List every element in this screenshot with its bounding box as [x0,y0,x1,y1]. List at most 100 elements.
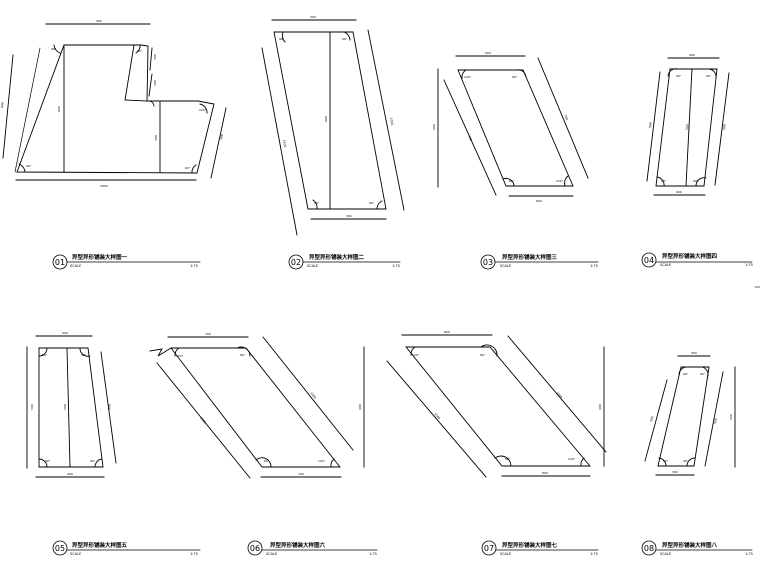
detail-05-scale-value: 1:75 [190,552,198,556]
detail-04-circle [641,252,657,268]
detail-03-circle [480,254,496,270]
detail-02-scale-value: 1:75 [392,264,400,268]
detail-06-title: 异型异形铺装大样图六 [270,541,326,549]
dim-text: 600 [57,106,61,112]
dim-text: 500 [485,51,491,55]
detail-04-drawing [646,57,730,196]
detail-04-outline [655,68,718,187]
dim-text: 500 [685,124,689,130]
scale-labels: SCALE 1:75 SCALE 1:75 SCALE 1:75 SCALE 1… [70,263,753,556]
detail-03-outline [457,69,574,187]
detail-numbers: 01 02 03 04 05 06 07 08 [55,256,654,553]
dim-text: 800 [542,471,548,475]
detail-02-outline [273,31,387,210]
dim-text: 300 [219,134,224,141]
detail-03-scale-value: 1:75 [590,264,598,268]
dim-text: 300 [154,135,158,141]
angle-label: 90° [90,459,96,463]
detail-01-scale-value: 1:75 [190,264,198,268]
detail-08-title: 异型异形铺装大样图八 [662,541,718,549]
dim-text: 600 [598,404,602,410]
dim-text: 800 [444,330,450,334]
detail-07-outline [405,346,591,467]
detail-08-circle [641,540,657,556]
detail-02-scale-label: SCALE [307,264,318,268]
dim-text: 600 [0,102,5,108]
detail-03-title: 异型异形铺装大样图三 [502,253,558,261]
detail-04-number: 04 [644,256,654,265]
dim-text: 1000 [555,391,563,399]
detail-04-scale-value: 1:75 [745,263,753,267]
detail-03-drawing [437,55,589,197]
dim-text: 900 [324,116,328,122]
dim-text: 300 [346,214,352,218]
dim-text: 300 [672,470,678,474]
detail-01-circle [52,254,68,270]
angle-label: 120° [556,179,564,183]
dim-text: 700 [205,332,211,336]
dim-text: 700 [563,114,569,121]
angle-label: 90° [42,353,48,357]
detail-05-number: 05 [55,544,65,553]
dim-text: 400 [67,472,73,476]
detail-06-number: 06 [250,544,260,553]
detail-07-title: 异型异形铺装大样图七 [502,541,558,549]
angle-label: 60° [185,166,191,170]
dim-text: 500 [649,416,654,423]
detail-02-circle [288,254,304,270]
angle-label: 90° [693,179,699,183]
angle-label: 60° [512,75,518,79]
dim-text: 500 [729,414,733,420]
angle-label: 90° [663,459,669,463]
dim-text: 300 [153,80,157,86]
dim-text: 600 [432,124,436,130]
dim-text: 400 [689,53,695,57]
dim-text: 500 [63,404,67,410]
dim-text: 600 [358,404,362,410]
angle-label: 90° [137,49,143,53]
detail-04-title: 异型异形铺装大样图四 [662,252,718,260]
detail-05-circle [52,540,68,556]
dim-text: 500 [107,404,112,410]
detail-02-title: 异型异形铺装大样图二 [309,253,365,261]
dim-text: 700 [467,135,473,142]
dim-text: 500 [648,122,653,128]
angle-label: 90° [26,164,32,168]
dim-text: 300 [691,351,697,355]
detail-08-scale-label: SCALE [660,552,671,556]
detail-04-mid-line [685,68,693,187]
detail-06-outline [170,347,341,468]
dim-text: 400 [676,190,682,194]
angle-label: 120° [412,353,420,357]
angle-label: 90° [51,47,57,51]
dim-text: 400 [96,19,102,23]
detail-05-mid-line [66,347,71,468]
angle-text: 90° 90° 120° 60° 90° 90° 90° 90° 90° 120… [26,37,712,463]
dimension-text: 400 1800 600 600 300 300 300 300 300 300… [0,15,733,476]
dim-text: 500 [722,124,727,130]
angle-label: 60° [240,353,246,357]
dim-text: 700 [298,472,304,476]
detail-01-notch [124,44,148,102]
angle-label: 90° [314,201,320,205]
angle-label: 90° [342,37,348,41]
angle-label: 120° [176,354,184,358]
angle-label: 60° [264,459,270,463]
detail-08-scale-value: 1:75 [745,552,753,556]
angle-label: 120° [568,457,576,461]
dim-text: 300 [153,54,157,60]
dim-text: 500 [30,404,34,410]
angle-label: 90° [369,201,375,205]
detail-07-number: 07 [484,544,494,553]
title-underlines [66,261,753,551]
angle-label: 90° [683,372,689,376]
dim-text: 300 [310,15,316,19]
detail-01-drawing [2,23,227,181]
angle-label: 90° [700,372,706,376]
dim-text: 1800 [100,184,108,188]
detail-01-scale-label: SCALE [70,264,81,268]
angle-label: 90° [683,459,689,463]
angle-label: 60° [480,353,486,357]
detail-03-number: 03 [483,258,493,267]
